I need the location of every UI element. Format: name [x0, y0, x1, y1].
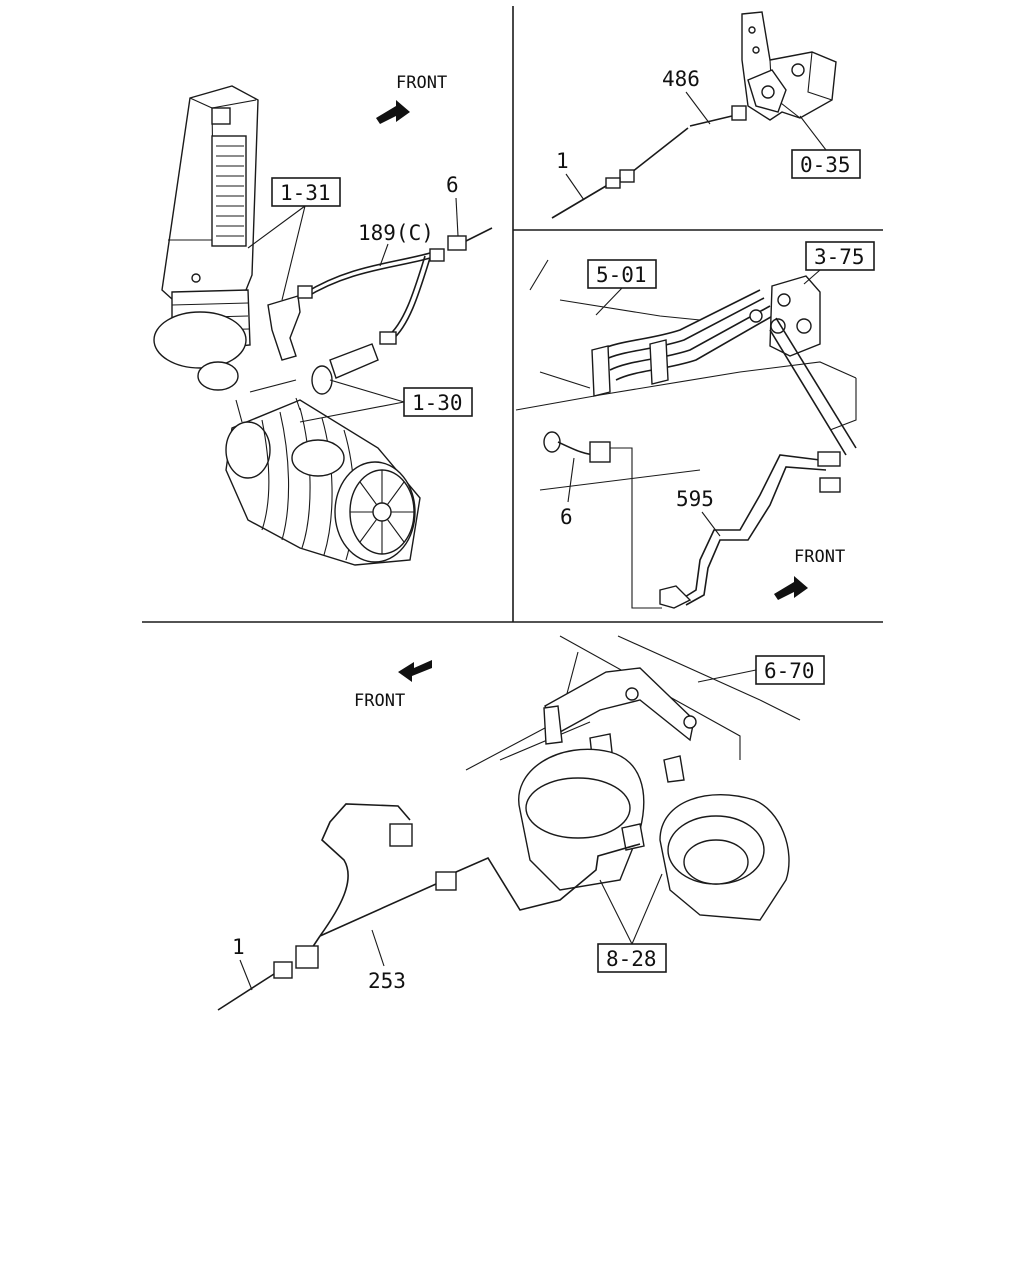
callout-6-70: 6-70: [764, 659, 815, 683]
callout-box-3-75: [805, 241, 875, 271]
panel-top-left: FRONT 1-31 1-30 189(C) 6: [153, 73, 493, 566]
part-label-189c: 189(C): [358, 221, 434, 245]
leader-189c: [379, 243, 389, 267]
air-cleaner: [225, 397, 421, 566]
leader-duct-to-cleaner: [249, 379, 297, 393]
leader-6-70: [697, 669, 757, 683]
leader-0-35: [799, 115, 827, 151]
leader-6-mid: [567, 457, 575, 503]
leader-1-bottom: [239, 959, 253, 991]
part-label-6-mid: 6: [560, 505, 573, 529]
leader-1-top-right: [565, 173, 585, 201]
leader-1-31: [247, 205, 306, 301]
sensor-harness: [267, 227, 493, 395]
callout-3-75: 3-75: [814, 245, 865, 269]
leader-253: [371, 929, 385, 967]
callout-1-31: 1-31: [280, 181, 331, 205]
sensor-6-mid: [543, 431, 662, 609]
front-arrow-icon: [398, 660, 432, 682]
panel-bottom: FRONT 6-70 8-28 1 253: [217, 635, 825, 1011]
leader-8-28: [599, 873, 663, 945]
part-label-1-top-right: 1: [556, 149, 569, 173]
callout-box-0-35: [791, 149, 861, 179]
part-label-253: 253: [368, 969, 406, 993]
front-arrow-icon: [774, 576, 808, 600]
front-arrow-icon: [376, 100, 410, 124]
air-intake-duct: [153, 85, 259, 391]
part-label-486: 486: [662, 67, 700, 91]
front-label-bottom: FRONT: [354, 691, 405, 711]
part-label-1-bottom: 1: [232, 935, 245, 959]
horns-and-bracket: [465, 635, 801, 921]
panel-top-right: 486 1 0-35: [551, 11, 861, 219]
callout-box-8-28: [597, 943, 667, 973]
leader-5-01: [595, 287, 623, 316]
callout-0-35: 0-35: [800, 153, 851, 177]
part-label-6-top-left: 6: [446, 173, 459, 197]
leader-486: [685, 91, 711, 125]
frame-and-hydraulics: [515, 259, 857, 491]
leader-3-75: [803, 269, 821, 285]
callout-5-01: 5-01: [596, 263, 647, 287]
leader-595: [701, 511, 721, 537]
bracket-assembly: [741, 11, 837, 121]
leader-6-top-left: [455, 197, 459, 237]
leader-1-30: [299, 379, 405, 423]
front-label-top-left: FRONT: [396, 73, 447, 93]
part-label-595: 595: [676, 487, 714, 511]
callout-box-1-30: [403, 387, 473, 417]
callout-8-28: 8-28: [606, 947, 657, 971]
harness-595: [659, 317, 857, 609]
callout-box-1-31: [271, 177, 341, 207]
harness-253: [217, 803, 641, 1011]
panel-mid-right: 5-01 3-75 6 595 FRONT: [515, 241, 875, 609]
front-label-mid-right: FRONT: [794, 547, 845, 567]
sensor-cable-top-right: [551, 105, 747, 219]
callout-1-30: 1-30: [412, 391, 463, 415]
